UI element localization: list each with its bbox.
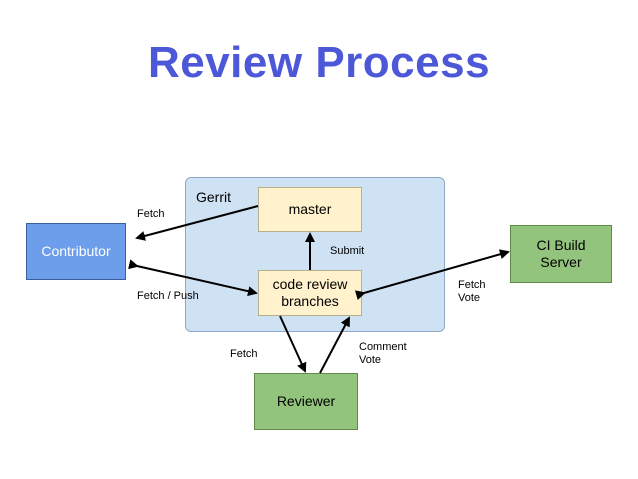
arrow-comment-vote xyxy=(319,316,350,374)
gerrit-label: Gerrit xyxy=(196,189,231,205)
label-comment-vote: Comment Vote xyxy=(359,341,407,366)
label-submit: Submit xyxy=(330,245,365,257)
label-fetch-reviewer: Fetch xyxy=(230,348,258,360)
arrow-review-ci xyxy=(354,249,510,300)
arrow-master-to-contributor xyxy=(135,205,259,241)
label-fetch-push: Fetch / Push xyxy=(137,290,199,302)
arrow-fetch-reviewer xyxy=(279,315,307,373)
contributor-node: Contributor xyxy=(26,223,126,280)
code-review-branches-node: code review branches xyxy=(258,270,362,316)
master-node: master xyxy=(258,187,362,232)
arrow-contributor-review xyxy=(128,259,258,297)
label-fetch-vote: Fetch Vote xyxy=(458,279,486,304)
page-title: Review Process xyxy=(147,38,491,87)
ci-build-server-node: CI Build Server xyxy=(510,225,612,283)
label-fetch-contributor: Fetch xyxy=(137,208,165,220)
reviewer-node: Reviewer xyxy=(254,373,358,430)
